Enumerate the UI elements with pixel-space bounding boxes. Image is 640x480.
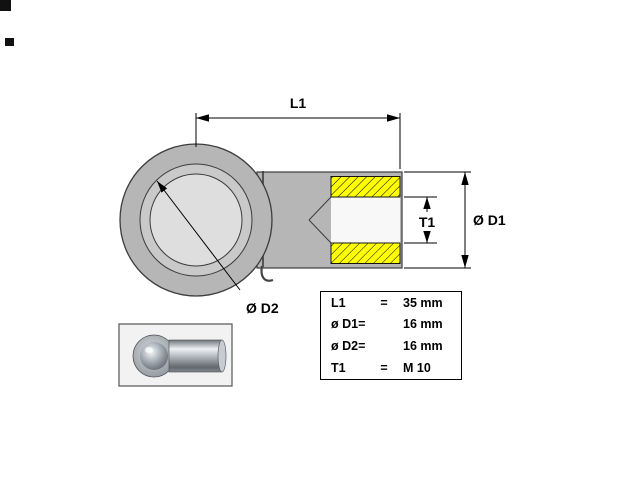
- photo-ball: [140, 342, 168, 370]
- dimension-t1: T1: [404, 196, 442, 244]
- spec-table: L1 = 35 mm ø D1= 16 mm ø D2= 16 mm T1 = …: [320, 291, 462, 380]
- spec-row-d2: ø D2= 16 mm: [321, 340, 461, 353]
- spec-name: ø D1=: [331, 317, 366, 332]
- corner-mark: [0, 0, 11, 11]
- spec-row-d1: ø D1= 16 mm: [321, 318, 461, 331]
- photo-ball-highlight: [145, 347, 153, 353]
- spec-equals: =: [380, 295, 388, 310]
- spec-row-l1: L1 = 35 mm: [321, 297, 461, 310]
- photo-cylinder: [168, 339, 223, 373]
- bore-cavity: [331, 197, 400, 243]
- arrowhead-left: [196, 114, 209, 122]
- spec-value: 35 mm: [403, 295, 443, 310]
- arrowhead-down: [423, 231, 431, 243]
- spec-row-t1: T1 = M 10: [321, 362, 461, 375]
- t1-label-halo: [412, 212, 442, 231]
- corner-mark-small: [5, 38, 14, 46]
- spec-value: 16 mm: [403, 317, 443, 332]
- photo-cylinder-end: [217, 339, 227, 373]
- spec-equals: =: [380, 360, 388, 375]
- arrowhead-down: [461, 255, 469, 268]
- dimension-d2: Ø D2: [156, 180, 279, 316]
- t1-label: T1: [419, 214, 436, 230]
- d1-label: Ø D1: [473, 212, 506, 228]
- ring-inner-circle: [149, 173, 243, 267]
- part-photo: [118, 323, 233, 387]
- spec-value: 16 mm: [403, 339, 443, 354]
- thread-section-bottom: [330, 242, 401, 264]
- spec-name: T1: [331, 360, 346, 375]
- arrowhead-leader: [157, 181, 168, 193]
- spec-name: ø D2=: [331, 339, 366, 354]
- dimension-d1: Ø D1: [404, 171, 506, 269]
- d2-label: Ø D2: [246, 300, 279, 316]
- thread-section-top: [330, 176, 401, 198]
- l1-label: L1: [290, 95, 307, 111]
- drill-cone-upper-line: [308, 196, 332, 221]
- arrowhead-up: [461, 172, 469, 185]
- arrowhead-up: [423, 197, 431, 209]
- spec-value: M 10: [403, 360, 431, 375]
- safety-clip-hook: [260, 265, 274, 282]
- spec-name: L1: [331, 295, 346, 310]
- drill-cone-lower-line: [308, 219, 332, 244]
- dimension-l1: L1: [195, 95, 401, 169]
- arrowhead-right: [387, 114, 400, 122]
